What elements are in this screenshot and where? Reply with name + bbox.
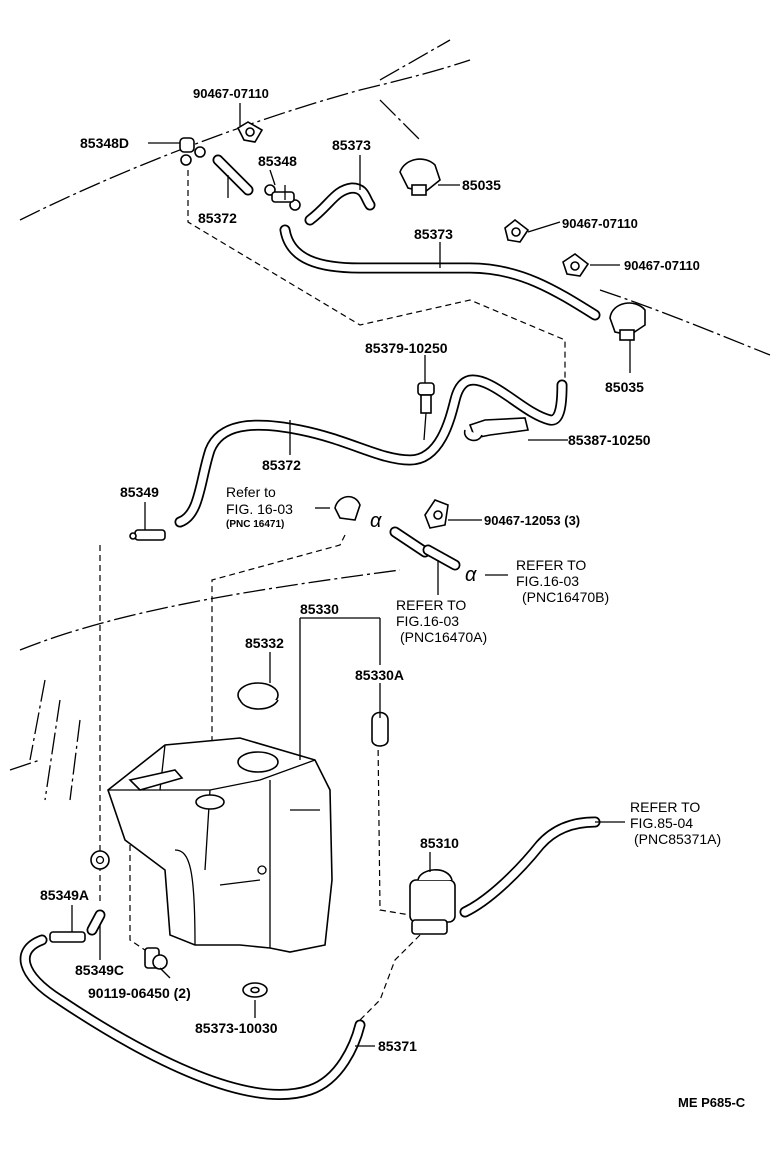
svg-text:REFER TO: REFER TO: [516, 557, 586, 573]
grommet-ref-16471: [334, 495, 361, 521]
leader-lines: [71, 103, 631, 1047]
label-85379-10250: 85379-10250: [365, 340, 448, 356]
washer-85373-10030: [242, 982, 268, 998]
label-85332: 85332: [245, 635, 284, 651]
label-85348: 85348: [258, 153, 297, 169]
ref-fig-16-03-pnc16470a: REFER TO FIG.16-03 (PNC16470A): [396, 597, 487, 645]
label-85310: 85310: [420, 835, 459, 851]
washer-tank-85330: [90, 737, 333, 953]
upper-hoses: [174, 154, 601, 528]
ref-fig-16-03-pnc16470b: REFER TO FIG.16-03 (PNC16470B): [516, 557, 609, 605]
svg-text:REFER TO: REFER TO: [396, 597, 466, 613]
svg-text:(PNC85371A): (PNC85371A): [634, 831, 721, 847]
part-number-labels: 90467-07110 85348D 85348 85373 85035 853…: [40, 86, 746, 1110]
label-85035-a: 85035: [462, 177, 501, 193]
ref-fig-16-03-pnc16471: Refer to FIG. 16-03 (PNC 16471): [226, 484, 293, 530]
washer-nozzle-lower: [609, 302, 646, 341]
clip-right: [562, 253, 590, 277]
label-85348d: 85348D: [80, 135, 129, 151]
grommet-85330a: [371, 711, 389, 747]
label-85372-a: 85372: [198, 210, 237, 226]
alpha-symbol-a: α: [370, 510, 382, 532]
alpha-symbol-b: α: [465, 564, 477, 586]
label-85371: 85371: [378, 1038, 417, 1054]
washer-nozzle-upper: [399, 158, 441, 196]
svg-text:(PNC16470B): (PNC16470B): [522, 589, 609, 605]
svg-text:REFER TO: REFER TO: [630, 799, 700, 815]
vehicle-body-outline: [9, 39, 771, 801]
label-85349: 85349: [120, 484, 159, 500]
label-90467-12053: 90467-12053 (3): [484, 513, 580, 528]
label-85330a: 85330A: [355, 667, 404, 683]
joint-85349a: [49, 931, 86, 943]
svg-text:Refer to: Refer to: [226, 484, 276, 500]
label-85372-b: 85372: [262, 457, 301, 473]
clip-top: [236, 121, 264, 143]
reference-notes: Refer to FIG. 16-03 (PNC 16471) REFER TO…: [226, 484, 721, 847]
label-90467-07110-right: 90467-07110: [624, 258, 700, 273]
clip-mid: [504, 218, 530, 243]
label-90467-07110-mid: 90467-07110: [562, 216, 638, 231]
lower-hoses: [19, 526, 601, 1100]
svg-text:(PNC 16471): (PNC 16471): [226, 519, 284, 530]
clamp-85387: [463, 417, 529, 442]
svg-text:FIG.85-04: FIG.85-04: [630, 815, 693, 831]
bolt-90119: [144, 947, 168, 970]
label-85373-b: 85373: [414, 226, 453, 242]
washer-pump-85310: [409, 869, 456, 935]
label-85349a: 85349A: [40, 887, 89, 903]
label-85387-10250: 85387-10250: [568, 432, 651, 448]
check-valve-85379: [417, 382, 435, 441]
ref-fig-85-04-pnc85371a: REFER TO FIG.85-04 (PNC85371A): [630, 799, 721, 847]
connector-85348d: [179, 137, 206, 166]
svg-text:FIG.16-03: FIG.16-03: [396, 613, 459, 629]
connector-85348: [264, 184, 301, 211]
clips-and-nozzles: [49, 121, 646, 998]
joint-85349: [129, 529, 166, 541]
guide-lines: [99, 170, 566, 1021]
svg-text:FIG.16-03: FIG.16-03: [516, 573, 579, 589]
svg-text:FIG. 16-03: FIG. 16-03: [226, 501, 293, 517]
svg-text:(PNC16470A): (PNC16470A): [400, 629, 487, 645]
diagram-code: ME P685-C: [678, 1095, 746, 1110]
label-85330: 85330: [300, 601, 339, 617]
label-90119-06450: 90119-06450 (2): [88, 985, 191, 1001]
label-85373-a: 85373: [332, 137, 371, 153]
label-90467-07110-top: 90467-07110: [193, 86, 269, 101]
label-85349c: 85349C: [75, 962, 124, 978]
label-85035-b: 85035: [605, 379, 644, 395]
label-85373-10030: 85373-10030: [195, 1020, 278, 1036]
tank-cap-85332: [237, 682, 279, 710]
clip-90467-12053: [424, 499, 449, 529]
